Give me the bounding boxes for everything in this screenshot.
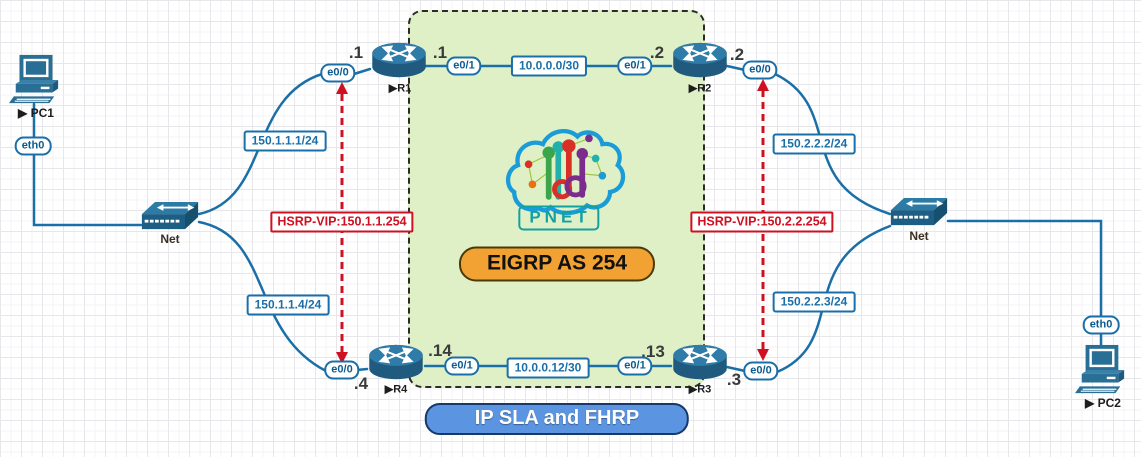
r1-e00-pill: e0/0 <box>320 63 356 83</box>
r2-e00-pill: e0/0 <box>742 60 778 80</box>
r3-icon[interactable] <box>671 342 729 384</box>
link-pc1-net <box>32 102 143 227</box>
r3-octet-left: .13 <box>641 342 665 361</box>
subnet-label-150-2-2-3: 150.2.2.3/24 <box>772 291 856 313</box>
eigrp-as-badge: EIGRP AS 254 <box>458 246 656 282</box>
r4-octet-left: .4 <box>353 374 369 393</box>
subnet-label-10-0-0-0: 10.0.0.0/30 <box>510 55 588 77</box>
hsrp-arrow-left-head-bottom <box>336 352 348 364</box>
link-r3-stub-right <box>725 365 747 373</box>
r4-octet-right: .14 <box>428 341 452 360</box>
ip-sla-fhrp-badge: IP SLA and FHRP <box>424 403 690 435</box>
pc1-label: ▶ PC1 <box>18 106 54 120</box>
r2-label: ▶R2 <box>688 82 712 95</box>
logo-mesh-lines <box>528 137 603 185</box>
r4-label: ▶R4 <box>384 383 408 396</box>
net-left-label: Net <box>160 232 180 246</box>
r2-octet-right: .2 <box>729 45 745 64</box>
link-net-pc2 <box>946 219 1103 318</box>
logo-lab-art <box>524 134 607 200</box>
r4-icon[interactable] <box>367 342 425 384</box>
r4-e00-pill: e0/0 <box>324 360 360 380</box>
r2-e01-pill: e0/1 <box>617 56 653 76</box>
r1-octet-right: .1 <box>432 43 448 62</box>
pc1-eth0-pill: eth0 <box>14 136 52 156</box>
r3-e01-pill: e0/1 <box>617 356 653 376</box>
subnet-label-10-0-0-12: 10.0.0.12/30 <box>506 357 590 379</box>
r1-label: ▶R1 <box>388 82 412 95</box>
pc1-icon[interactable] <box>8 54 62 106</box>
hsrp-arrow-right-head-bottom <box>757 349 769 361</box>
logo-brand-text: PNET <box>518 205 600 231</box>
net-left-switch-icon[interactable] <box>140 199 200 233</box>
pc2-label: ▶ PC2 <box>1085 396 1121 410</box>
r2-octet-left: .2 <box>649 43 665 62</box>
net-right-label: Net <box>909 229 929 243</box>
r1-e01-pill: e0/1 <box>446 56 482 76</box>
hsrp-arrow-right-head-top <box>757 79 769 91</box>
link-r2-stub-right <box>725 64 747 72</box>
net-right-switch-icon[interactable] <box>889 195 949 229</box>
r2-icon[interactable] <box>671 40 729 82</box>
r1-icon[interactable] <box>370 40 428 82</box>
subnet-label-150-2-2-2: 150.2.2.2/24 <box>772 133 856 155</box>
link-net-r4 <box>197 220 328 373</box>
subnet-label-150-1-1-4: 150.1.1.4/24 <box>246 294 330 316</box>
r3-e00-pill: e0/0 <box>743 361 779 381</box>
hsrp-vip-label-left: HSRP-VIP:150.1.1.254 <box>270 211 414 233</box>
hsrp-track-arrows <box>336 79 769 364</box>
pc2-eth0-pill: eth0 <box>1082 315 1120 335</box>
r4-e01-pill: e0/1 <box>444 356 480 376</box>
r1-octet-left: .1 <box>348 43 364 62</box>
logo-cloud-outline <box>506 128 626 216</box>
hsrp-arrow-left-head-top <box>336 82 348 94</box>
pc2-icon[interactable] <box>1074 344 1128 396</box>
subnet-label-150-1-1-1: 150.1.1.1/24 <box>243 130 327 152</box>
link-r1-stub-left <box>352 67 372 76</box>
hsrp-vip-label-right: HSRP-VIP:150.2.2.254 <box>690 211 834 233</box>
r3-label: ▶R3 <box>688 383 712 396</box>
pnetlab-logo <box>506 128 626 216</box>
r3-octet-right: .3 <box>726 370 742 389</box>
